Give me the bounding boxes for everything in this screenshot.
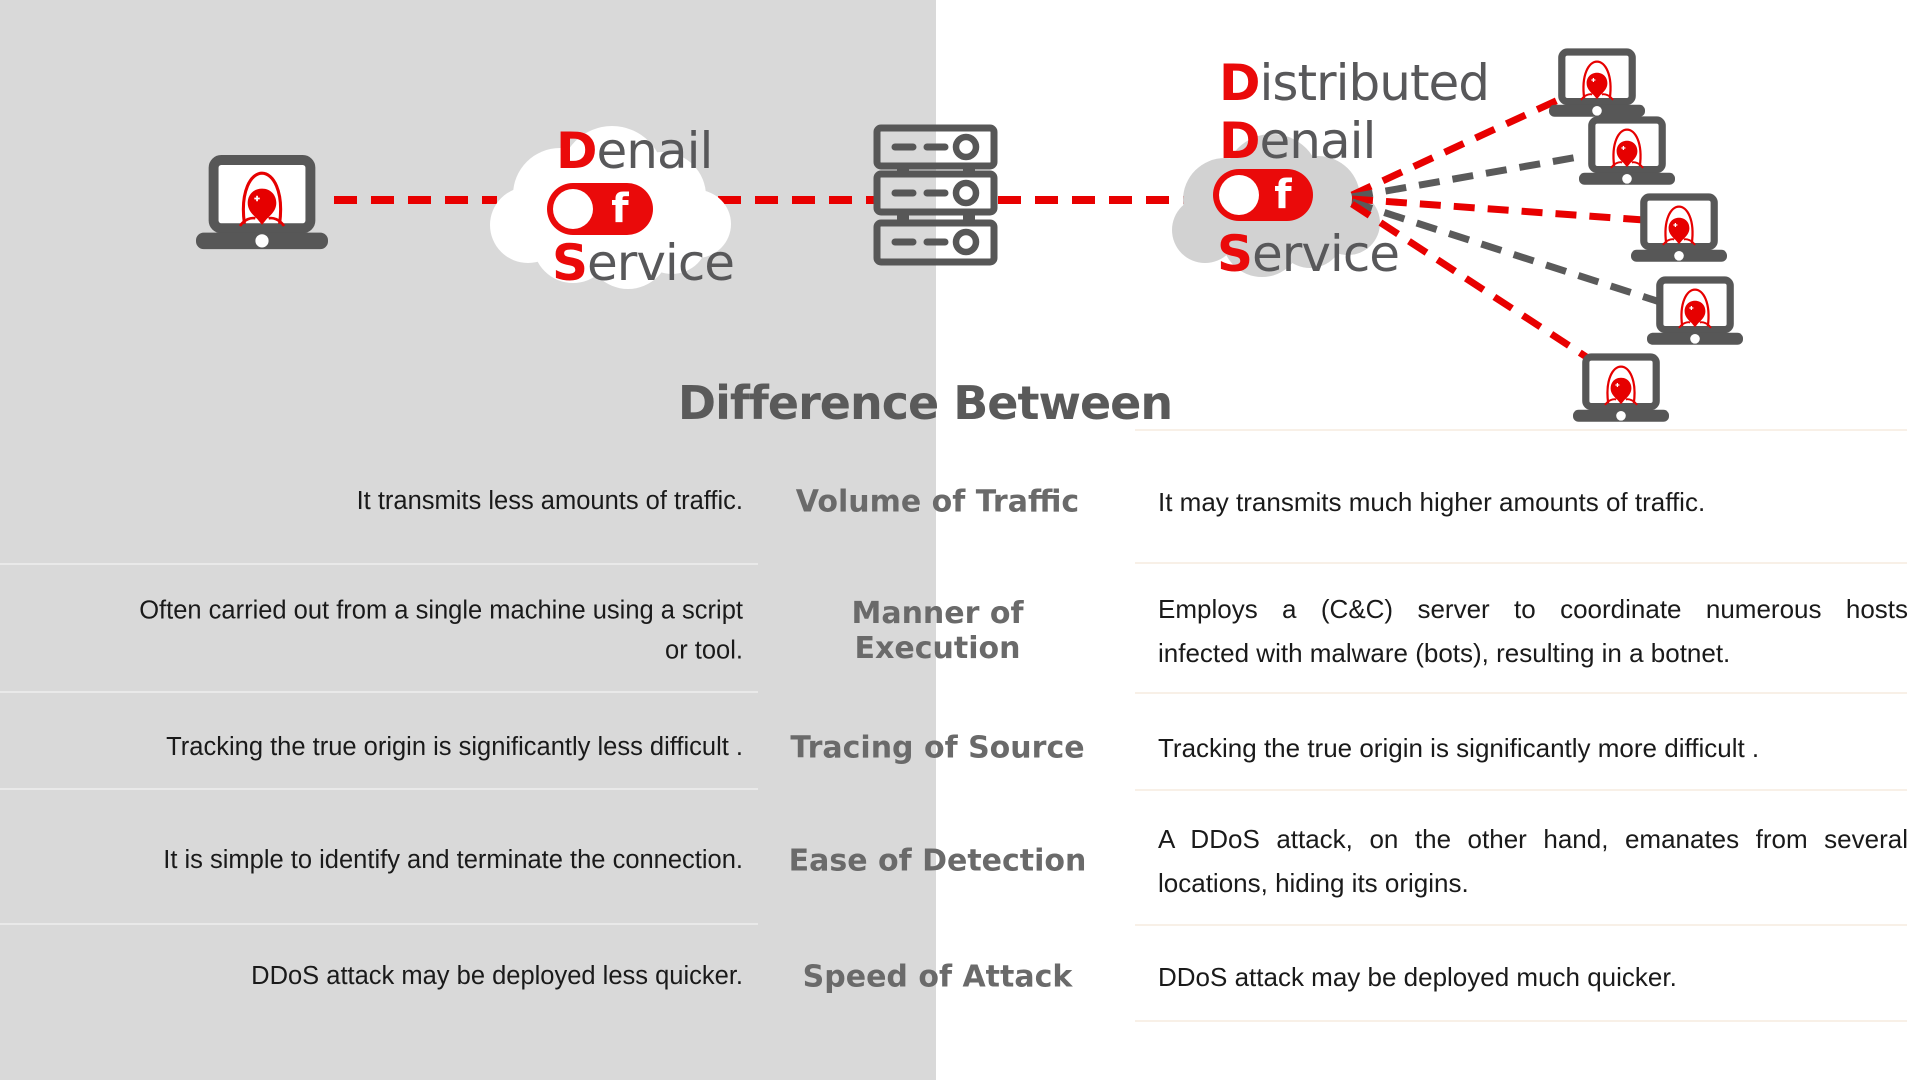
dos-description: Often carried out from a single machine … bbox=[139, 596, 743, 664]
divider bbox=[0, 788, 758, 790]
bot-laptop-icon-4 bbox=[1647, 280, 1743, 345]
ddos-of-pill: f bbox=[1213, 169, 1313, 221]
bot-laptop-icon-1 bbox=[1549, 52, 1645, 117]
dos-description: Tracking the true origin is significantl… bbox=[166, 733, 743, 762]
aspect-label: Tracing of Source bbox=[790, 730, 1085, 766]
dos-description: It transmits less amounts of traffic. bbox=[356, 487, 743, 516]
divider bbox=[1135, 562, 1907, 564]
ddos-wordmark-line2: Denail bbox=[1219, 112, 1376, 170]
pill-f-letter: f bbox=[611, 186, 629, 232]
bot-laptop-icon-3 bbox=[1631, 197, 1727, 262]
dos-side-background bbox=[0, 0, 936, 1080]
divider bbox=[1135, 789, 1907, 791]
ddos-description: Employs a (C&C) server to coordinate num… bbox=[1158, 594, 1908, 668]
dos-description: DDoS attack may be deployed less quicker… bbox=[251, 962, 743, 991]
ddos-description: Tracking the true origin is significantl… bbox=[1158, 733, 1760, 763]
ddos-wordmark-line3: Service bbox=[1217, 225, 1400, 283]
divider bbox=[1135, 924, 1907, 926]
divider bbox=[1135, 692, 1907, 694]
divider bbox=[0, 563, 758, 565]
botnet-line-5 bbox=[1350, 201, 1590, 361]
page-title: Difference Between bbox=[677, 376, 1173, 430]
divider bbox=[0, 691, 758, 693]
dos-wordmark-line1: Denail bbox=[556, 122, 713, 180]
server-icon bbox=[873, 124, 998, 266]
ddos-description: A DDoS attack, on the other hand, emanat… bbox=[1158, 824, 1908, 898]
dos-of-pill: f bbox=[547, 183, 653, 235]
divider bbox=[1135, 1020, 1907, 1022]
dos-wordmark-line2: Service bbox=[552, 234, 735, 292]
dos-description: It is simple to identify and terminate t… bbox=[163, 846, 743, 875]
ddos-description: It may transmits much higher amounts of … bbox=[1158, 487, 1706, 517]
botnet-line-4 bbox=[1350, 198, 1662, 306]
bot-laptop-icon-5 bbox=[1573, 357, 1669, 422]
aspect-label: Volume of Traffic bbox=[795, 484, 1080, 520]
botnet-line-3 bbox=[1351, 195, 1645, 224]
pill-f-letter: f bbox=[1274, 172, 1292, 218]
ddos-description: DDoS attack may be deployed much quicker… bbox=[1158, 962, 1677, 992]
bot-laptop-icon-2 bbox=[1579, 120, 1675, 185]
ddos-wordmark-line1: Distributed bbox=[1219, 54, 1490, 112]
aspect-label: Manner of Execution bbox=[851, 596, 1024, 666]
pill-o-circle bbox=[553, 189, 593, 229]
aspect-label: Speed of Attack bbox=[802, 959, 1073, 995]
divider bbox=[0, 923, 758, 925]
attacker-laptop-icon bbox=[196, 160, 328, 249]
pill-o-circle bbox=[1219, 175, 1259, 215]
botnet-line-2 bbox=[1351, 152, 1585, 201]
botnet-line-1 bbox=[1350, 96, 1560, 199]
divider bbox=[1135, 429, 1907, 431]
aspect-label: Ease of Detection bbox=[788, 843, 1087, 879]
